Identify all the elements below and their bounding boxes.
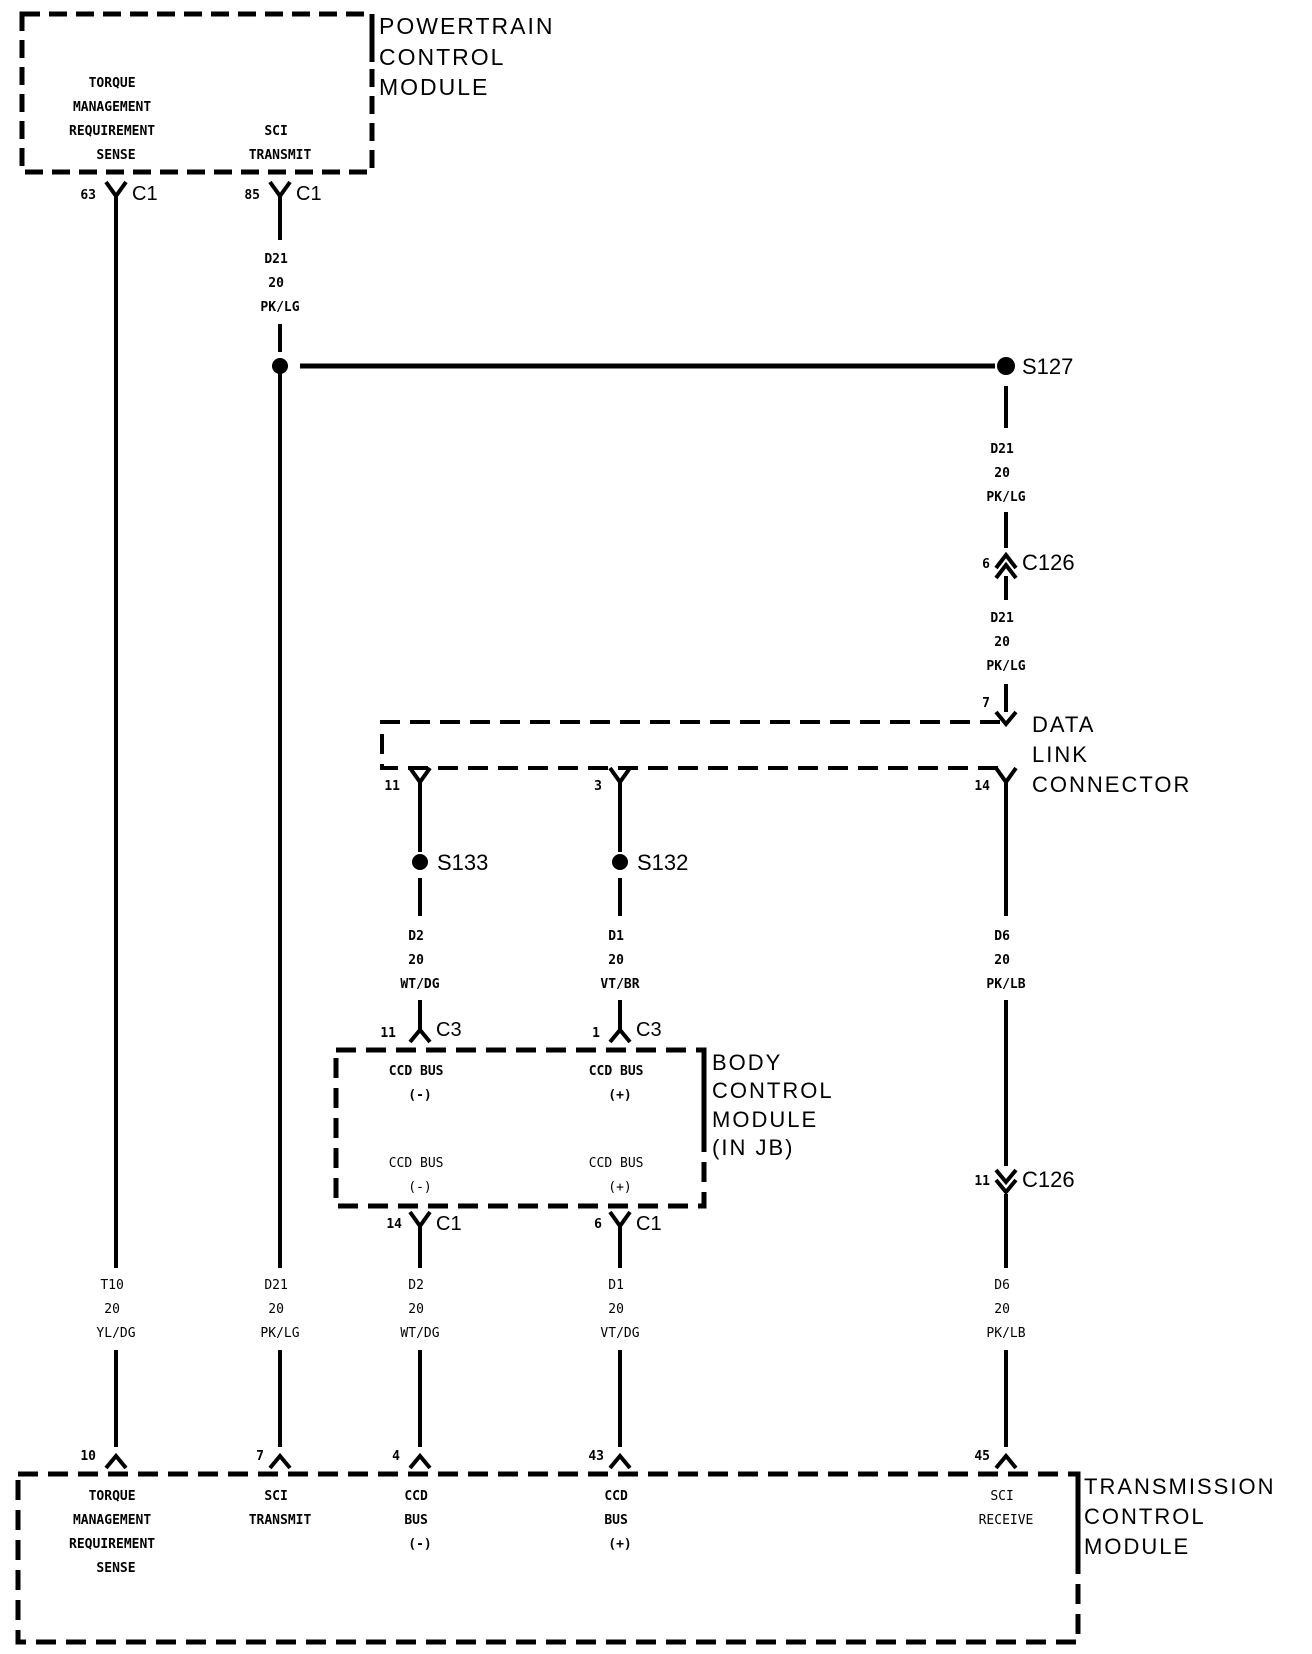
bcm-pin-bottom-pos: CCD BUS (+): [589, 1156, 652, 1195]
splice-s133-label: S133: [437, 850, 488, 875]
pin-number: 7: [256, 1449, 264, 1464]
wire-label-d6-top: D6 20 PK/LB: [986, 929, 1025, 992]
bcm-name: BODY CONTROL MODULE (IN JB): [712, 1050, 841, 1160]
connector-symbol: [408, 1452, 432, 1470]
connector-tcm-10: 10: [80, 1449, 128, 1470]
pin-number: 45: [974, 1449, 990, 1464]
connector-name: C3: [436, 1019, 462, 1041]
connector-name: C1: [436, 1213, 462, 1235]
connector-symbol: [994, 766, 1018, 800]
connector-symbol: [408, 1210, 432, 1268]
splice-dot-s132: [612, 854, 628, 870]
tcm-pin-ccd-pos-label: CCD BUS (+): [604, 1489, 635, 1552]
wire-label-d6-bottom: D6 20 PK/LB: [986, 1278, 1025, 1341]
pin-number: 4: [392, 1449, 400, 1464]
pin-number: 14: [386, 1217, 402, 1232]
wire-label-d21-pcm: D21 20 PK/LG: [260, 252, 299, 315]
connector-tcm-4: 4: [392, 1449, 432, 1470]
wire-label-d21-dlc: D21 20 PK/LG: [986, 611, 1025, 674]
connector-symbol: [608, 766, 632, 800]
connector-c126-bottom: 11 C126: [974, 1167, 1075, 1196]
pin-number: 6: [594, 1217, 602, 1232]
dlc-pin-7: [994, 710, 1018, 728]
connector-c126-top: 6 C126: [982, 550, 1075, 580]
pcm-name: POWERTRAIN CONTROL MODULE: [379, 13, 563, 100]
connector-name: C1: [132, 183, 158, 205]
connector-dlc-14: 14: [974, 766, 1018, 800]
connector-tcm-7: 7: [256, 1449, 292, 1470]
tcm-pin-sci-transmit-label: SCI TRANSMIT: [249, 1489, 312, 1528]
tcm-box: [15, 1471, 1081, 1645]
bcm-box: [333, 1047, 707, 1209]
pin-number: 10: [80, 1449, 96, 1464]
tcm-pin-sci-receive-label: SCI RECEIVE: [979, 1489, 1034, 1528]
connector-tcm-45: 45: [974, 1449, 1018, 1470]
connector-symbol: [408, 1026, 432, 1044]
pcm-box: [19, 11, 375, 175]
dlc-pin-7-number: 7: [982, 696, 990, 711]
wire-label-d21-tcm: D21 20 PK/LG: [260, 1278, 299, 1341]
pin-number: 6: [982, 557, 990, 572]
pcm-pin-sci-label: SCI TRANSMIT: [249, 124, 312, 163]
wire-label-d2-top: D2 20 WT/DG: [400, 929, 439, 992]
wire-label-d21-s127: D21 20 PK/LG: [986, 442, 1025, 505]
connector-symbol: [408, 766, 432, 800]
tcm-name: TRANSMISSION CONTROL MODULE: [1084, 1474, 1284, 1559]
wire-label-t10: T10 20 YL/DG: [96, 1278, 135, 1341]
connector-symbol: [608, 1210, 632, 1268]
connector-symbol: [994, 551, 1018, 580]
splice-s127-label: S127: [1022, 354, 1073, 379]
dlc-outline: [380, 720, 1000, 770]
connector-bcm-c1-6: 6 C1: [594, 1210, 662, 1268]
connector-name: C126: [1022, 1167, 1075, 1192]
connector-name: C1: [636, 1213, 662, 1235]
pin-number: 85: [244, 188, 260, 203]
connector-pcm-c1-63: 63 C1: [80, 180, 158, 208]
pin-number: 43: [588, 1449, 604, 1464]
connector-bcm-c3-1: 1 C3: [592, 1019, 662, 1044]
connector-name: C126: [1022, 550, 1075, 575]
bcm-pin-bottom-neg: CCD BUS (-): [389, 1156, 452, 1195]
pin-number: 11: [384, 779, 400, 794]
splice-dot-s127: [997, 357, 1015, 375]
wire-label-d2-bottom: D2 20 WT/DG: [400, 1278, 439, 1341]
connector-tcm-43: 43: [588, 1449, 632, 1470]
pcm-pin-torque-label: TORQUE MANAGEMENT REQUIREMENT SENSE: [69, 76, 163, 163]
bcm-pin-top-pos: CCD BUS (+): [589, 1064, 652, 1103]
splice-dot-left: [272, 358, 288, 374]
powertrain-control-module: POWERTRAIN CONTROL MODULE TORQUE MANAGEM…: [19, 11, 563, 175]
pin-number: 11: [974, 1174, 990, 1189]
connector-bcm-c1-14: 14 C1: [386, 1210, 462, 1268]
connector-dlc-11: 11: [384, 766, 432, 800]
connector-symbol: [104, 1452, 128, 1470]
pin-number: 11: [380, 1026, 396, 1041]
connector-name: C3: [636, 1019, 662, 1041]
tcm-pin-ccd-neg-label: CCD BUS (-): [404, 1489, 435, 1552]
wire-label-d1-top: D1 20 VT/BR: [600, 929, 639, 992]
connector-symbol: [268, 1452, 292, 1470]
connector-name: C1: [296, 183, 322, 205]
splice-s132-label: S132: [637, 850, 688, 875]
pin-number: 1: [592, 1026, 600, 1041]
pin-number: 3: [594, 779, 602, 794]
splice-dot-s133: [412, 854, 428, 870]
connector-pcm-c1-85: 85 C1: [244, 180, 322, 208]
connector-dlc-3: 3: [594, 766, 632, 800]
data-link-connector: 7 DATA LINK CONNECTOR: [380, 696, 1191, 797]
pin-number: 63: [80, 188, 96, 203]
bcm-pin-top-neg: CCD BUS (-): [389, 1064, 452, 1103]
wire-label-d1-bottom: D1 20 VT/DG: [600, 1278, 639, 1341]
dlc-name: DATA LINK CONNECTOR: [1032, 712, 1191, 797]
connector-symbol: [994, 1452, 1018, 1470]
connector-symbol: [608, 1452, 632, 1470]
tcm-pin-torque-label: TORQUE MANAGEMENT REQUIREMENT SENSE: [69, 1489, 163, 1576]
pin-number: 14: [974, 779, 990, 794]
transmission-control-module: TRANSMISSION CONTROL MODULE TORQUE MANAG…: [15, 1471, 1284, 1645]
connector-symbol: [608, 1026, 632, 1044]
body-control-module: BODY CONTROL MODULE (IN JB) CCD BUS (-) …: [333, 1047, 841, 1209]
connector-bcm-c3-11: 11 C3: [380, 1019, 462, 1044]
connector-symbol: [994, 1168, 1018, 1196]
